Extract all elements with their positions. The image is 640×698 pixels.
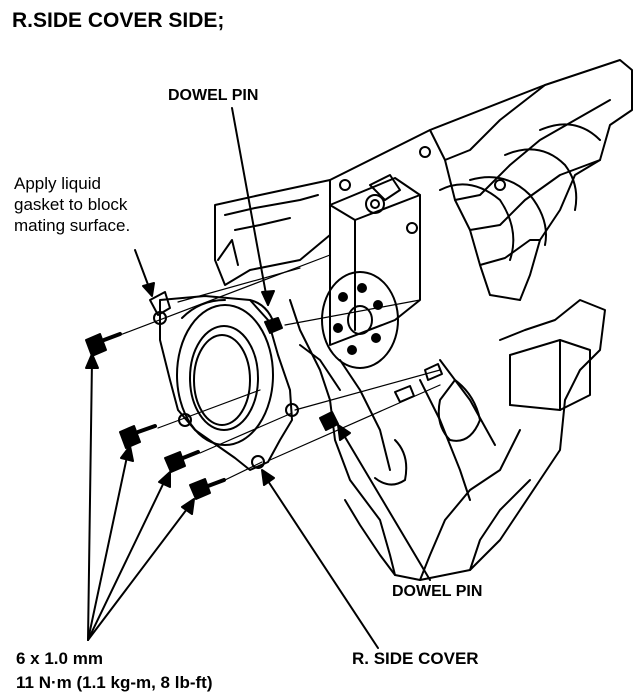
page-title: R.SIDE COVER SIDE; [12, 9, 225, 32]
gasket-note-line-3: mating surface. [14, 216, 131, 236]
dowel-pin-label-top: DOWEL PIN [168, 87, 259, 104]
r-side-cover-label: R. SIDE COVER [352, 649, 479, 668]
r-side-cover-part [149, 291, 299, 471]
pump-housing [329, 174, 421, 346]
dowel-pin-parts [264, 317, 443, 431]
dowel-pin-label-bottom: DOWEL PIN [392, 583, 483, 600]
crank-flange [321, 271, 399, 369]
gasket-note-line-2: gasket to block [14, 195, 128, 215]
gasket-note-line-1: Apply liquid [14, 174, 101, 193]
leader-lines [85, 107, 431, 649]
torque-spec-label: 11 N·m (1.1 kg-m, 8 lb-ft) [16, 673, 213, 692]
bolt-parts [85, 332, 226, 500]
alignment-lines [119, 254, 441, 481]
bolt-size-label: 6 x 1.0 mm [16, 649, 103, 668]
gasket-note: Apply liquid gasket to block mating surf… [14, 173, 189, 236]
